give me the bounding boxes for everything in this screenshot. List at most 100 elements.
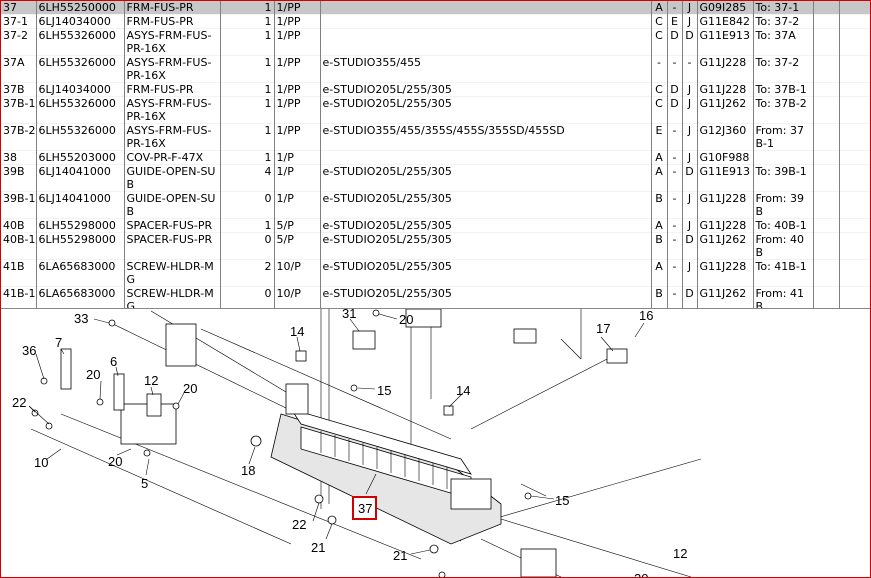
cell-qty: 1 [220, 14, 275, 29]
cell-note: To: 37B-2 [753, 96, 814, 124]
cell-blank-1 [813, 1, 840, 15]
callout-21-left: 21 [311, 540, 325, 555]
cell-note: To: 37-2 [753, 14, 814, 29]
cell-part-name: SCREW-HLDR-MG [124, 259, 221, 287]
cell-model: e-STUDIO205L/255/305 [320, 191, 652, 219]
cell-qty: 0 [220, 286, 275, 309]
cell-qty: 4 [220, 164, 275, 192]
cell-model [320, 14, 652, 29]
cell-note: To: 37-2 [753, 55, 814, 83]
cell-ref: 37B-1 [1, 96, 37, 124]
cell-change-code: G11J262 [697, 96, 754, 124]
screw-part-20e [438, 571, 446, 577]
cell-model: e-STUDIO205L/255/305 [320, 96, 652, 124]
cell-flag-2: - [667, 286, 683, 309]
cell-qty: 1 [220, 55, 275, 83]
screw-part-33 [108, 319, 116, 327]
cell-note: From: 40B [753, 232, 814, 260]
cell-ref: 41B [1, 259, 37, 287]
cell-flag-1: A [651, 259, 668, 287]
cell-part-no: 6LJ14034000 [36, 82, 125, 97]
cell-model: e-STUDIO355/455/355S/455S/355SD/455SD [320, 123, 652, 151]
callout-21-right: 21 [393, 548, 407, 563]
cell-unit: 10/P [274, 286, 321, 309]
cell-ref: 37-1 [1, 14, 37, 29]
callout-14-left: 14 [290, 324, 304, 339]
screw-part-15b [524, 492, 532, 500]
cell-unit: 1/PP [274, 28, 321, 56]
cell-part-no: 6LJ14041000 [36, 164, 125, 192]
cell-flag-1: B [651, 232, 668, 260]
cell-model [320, 1, 652, 15]
callout-20-bottom: 20 [634, 571, 648, 577]
cell-change-code: G11J262 [697, 286, 754, 309]
cell-part-no: 6LH55298000 [36, 232, 125, 260]
cell-part-name: GUIDE-OPEN-SUB [124, 164, 221, 192]
cell-unit: 1/PP [274, 82, 321, 97]
cell-ref: 40B-1 [1, 232, 37, 260]
cell-part-name: GUIDE-OPEN-SUB [124, 191, 221, 219]
lever-part-6 [113, 373, 125, 411]
cell-unit: 10/P [274, 259, 321, 287]
cell-ref: 37 [1, 1, 37, 15]
cell-part-no: 6LH55203000 [36, 150, 125, 165]
cell-blank-2 [839, 14, 870, 29]
cell-part-no: 6LH55326000 [36, 28, 125, 56]
cell-note: From: 37B-1 [753, 123, 814, 151]
cell-qty: 1 [220, 82, 275, 97]
screw-part-20b [96, 398, 104, 406]
cell-blank-2 [839, 96, 870, 124]
callout-20-top: 20 [399, 312, 413, 327]
callout-37-highlight[interactable]: 37 [352, 496, 377, 520]
cell-part-name: COV-PR-F-47X [124, 150, 221, 165]
cell-ref: 37B [1, 82, 37, 97]
roller-part [513, 328, 537, 344]
cell-flag-3: J [682, 96, 698, 124]
cell-unit: 1/PP [274, 55, 321, 83]
cell-flag-1: E [651, 123, 668, 151]
cell-flag-1: A [651, 218, 668, 233]
callout-leaders [28, 313, 645, 555]
callout-7: 7 [55, 335, 62, 350]
callout-16: 16 [639, 309, 653, 323]
cell-part-no: 6LA65683000 [36, 259, 125, 287]
cell-note: To: 40B-1 [753, 218, 814, 233]
cell-flag-2: - [667, 259, 683, 287]
cell-flag-3: J [682, 259, 698, 287]
cell-part-no: 6LH55298000 [36, 218, 125, 233]
cell-model: e-STUDIO205L/255/305 [320, 82, 652, 97]
diagram-canvas: 33 31 20 14 17 16 7 36 6 20 12 20 15 14 … [12, 309, 702, 577]
cell-flag-3: D [682, 232, 698, 260]
cell-note: To: 37-1 [753, 1, 814, 15]
callout-20-mid: 20 [86, 367, 100, 382]
cell-unit: 1/PP [274, 96, 321, 124]
cell-ref: 41B-1 [1, 286, 37, 309]
lower-bracket-part [520, 548, 557, 577]
cell-ref: 40B [1, 218, 37, 233]
gear-part-18 [250, 435, 262, 447]
cell-change-code: G11E913 [697, 28, 754, 56]
cell-qty: 1 [220, 1, 275, 15]
cell-note: From: 39B [753, 191, 814, 219]
gear-part-12 [146, 393, 162, 417]
cell-change-code: G11J228 [697, 191, 754, 219]
fuser-frame-part [270, 383, 502, 545]
spring-part-7 [60, 348, 72, 390]
cell-qty: 1 [220, 123, 275, 151]
cell-part-name: ASYS-FRM-FUS-PR-16X [124, 123, 221, 151]
top-bracket-part [405, 309, 442, 328]
